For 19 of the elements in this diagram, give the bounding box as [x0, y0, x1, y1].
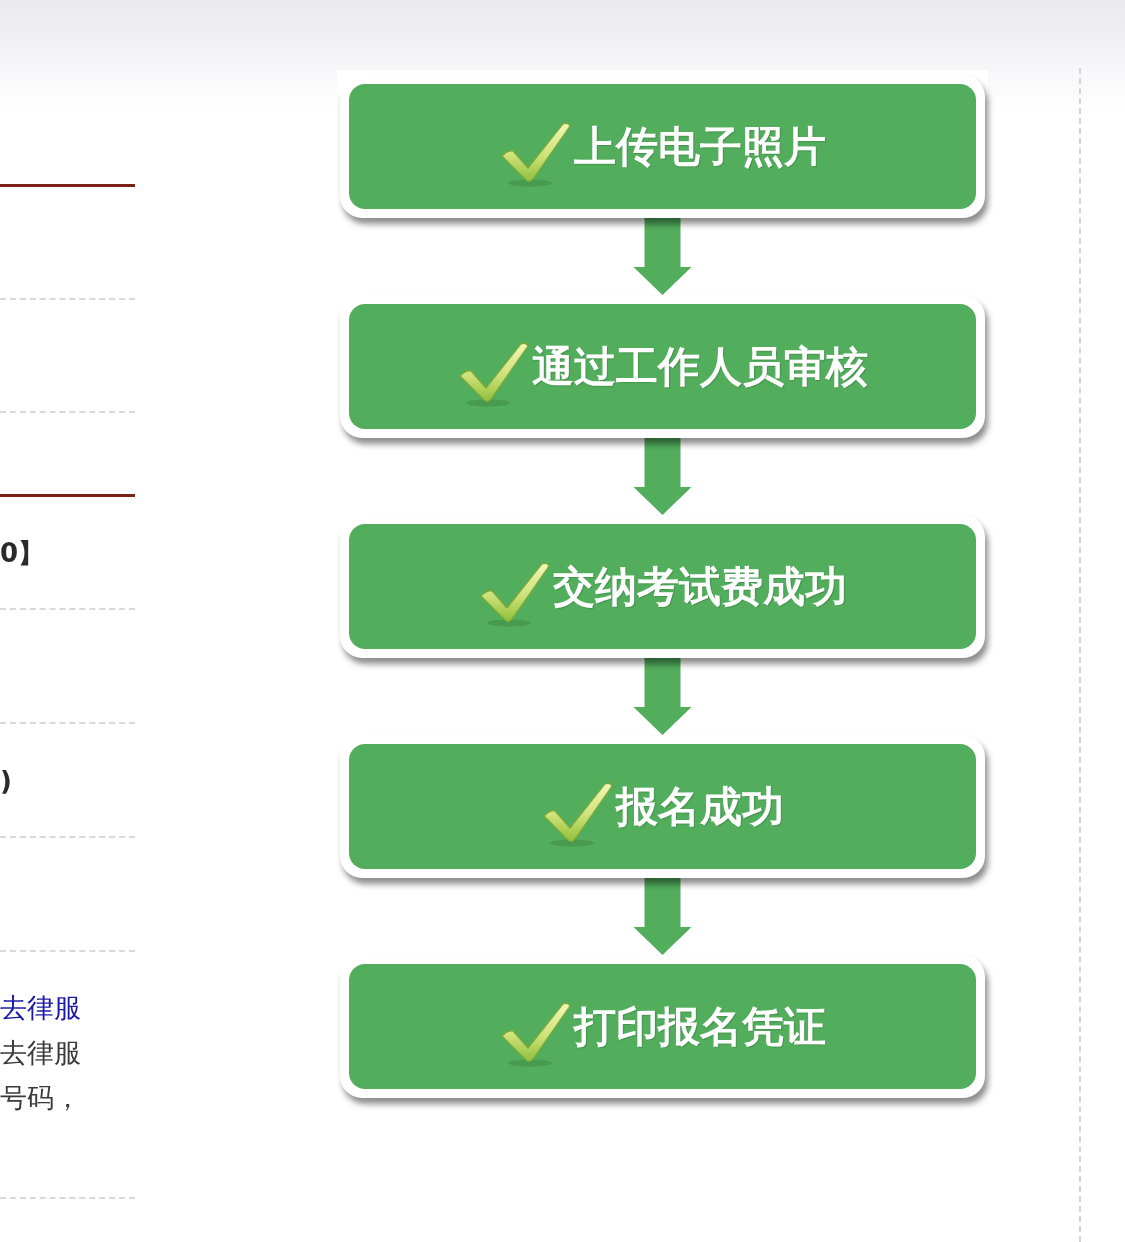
step-label: 上传电子照片 — [573, 120, 826, 173]
process-box — [340, 295, 985, 438]
down-arrow — [633, 438, 692, 515]
body-text: ) — [0, 765, 12, 798]
process-box — [340, 735, 985, 878]
body-text: 号码， — [0, 1081, 81, 1115]
link: 去律服 — [0, 991, 81, 1025]
process-box — [340, 515, 985, 658]
down-arrow — [633, 658, 692, 735]
down-arrow — [633, 218, 692, 295]
down-arrow — [633, 878, 692, 955]
body-text: 0】 — [0, 537, 45, 570]
process-box — [340, 75, 985, 218]
step-label: 通过工作人员审核 — [531, 340, 868, 393]
body-text: 去律服 — [0, 1036, 81, 1070]
process-box — [340, 955, 985, 1098]
step-label: 报名成功 — [615, 780, 784, 833]
step-label: 交纳考试费成功 — [552, 560, 847, 613]
step-label: 打印报名凭证 — [573, 1000, 826, 1053]
